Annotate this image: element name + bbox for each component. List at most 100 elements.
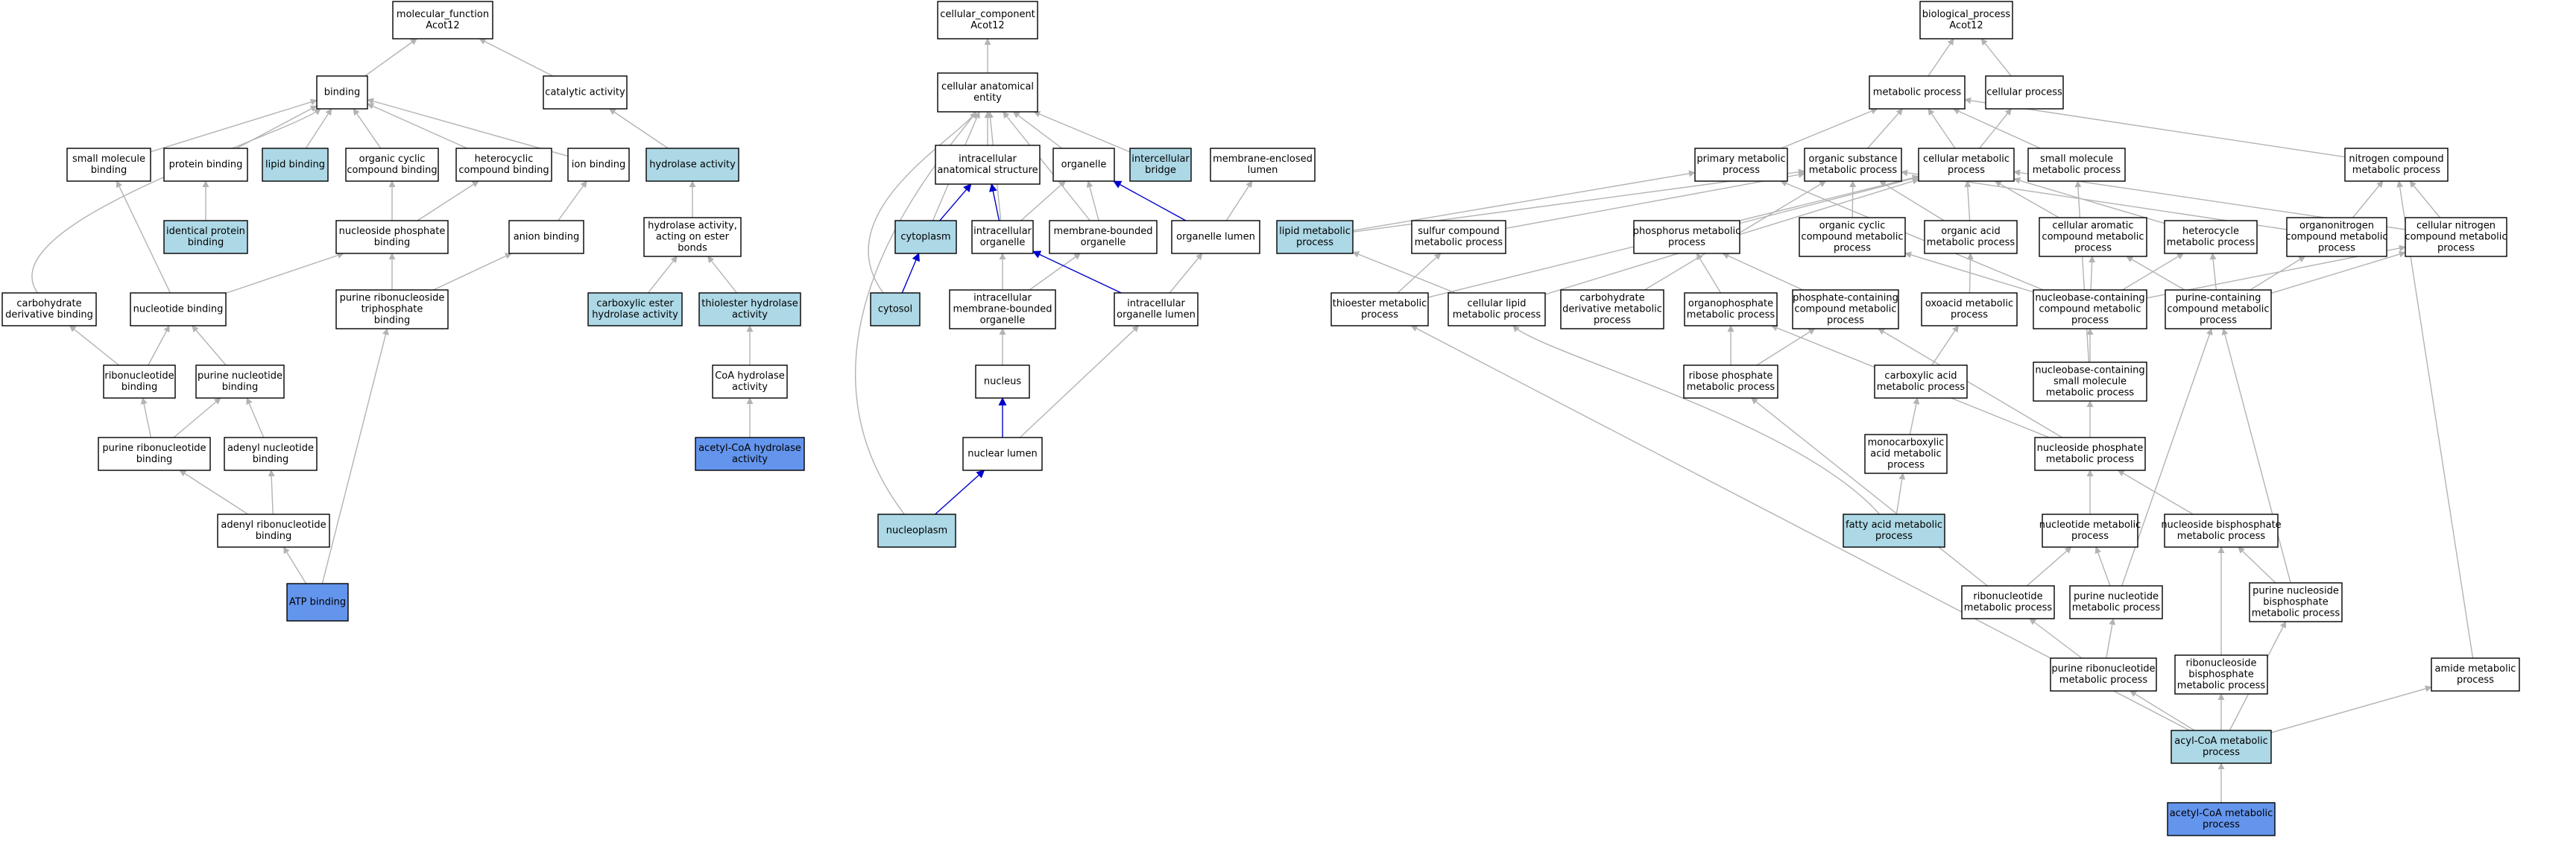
go-term-node-cytosol[interactable]: cytosol [870, 292, 921, 326]
go-term-node-mp[interactable]: metabolic process [1869, 75, 1966, 110]
node-label-line: nucleobase-containing [2035, 293, 2144, 304]
node-label-line: compound metabolic [2039, 304, 2141, 315]
go-term-node-protb[interactable]: protein binding [163, 148, 248, 182]
node-label-line: acetyl-CoA hydrolase [698, 443, 801, 454]
node-label-line: binding [121, 382, 157, 393]
go-term-node-lipidb[interactable]: lipid binding [262, 148, 329, 182]
edge-rnmp-to-nmp [2026, 546, 2072, 587]
node-label-line: ribonucleotide [1973, 591, 2042, 602]
go-term-node-catalytic[interactable]: catalytic activity [543, 75, 628, 110]
edge-line [647, 256, 678, 294]
go-term-node-hydro[interactable]: hydrolase activity [645, 148, 739, 182]
go-term-node-cp[interactable]: cellular process [1985, 75, 2064, 110]
go-term-node-cyto[interactable]: cytoplasm [894, 220, 957, 254]
edge-iol-to-ol [1169, 253, 1203, 294]
go-term-node-binding[interactable]: binding [316, 75, 368, 110]
go-term-node-ol[interactable]: organelle lumen [1171, 220, 1260, 254]
go-term-node-org[interactable]: organelle [1052, 148, 1115, 182]
node-box [1799, 217, 1906, 257]
node-box [2027, 148, 2126, 182]
go-term-node-nucleus[interactable]: nucleus [975, 364, 1030, 399]
edge-line [2106, 618, 2116, 659]
go-term-node-anionb[interactable]: anion binding [508, 220, 584, 254]
go-term-node-ionb[interactable]: ion binding [567, 148, 630, 182]
node-box [2039, 217, 2147, 257]
go-term-node-np[interactable]: nucleoplasm [877, 514, 956, 548]
node-label-line: metabolic process [1809, 165, 1898, 176]
edge-ceh-to-hester [647, 256, 678, 294]
edge-line [2221, 328, 2291, 584]
go-term-node-nl[interactable]: nuclear lumen [962, 437, 1043, 471]
go-term-node-atpb[interactable]: ATP binding [286, 583, 349, 622]
node-box [1864, 434, 1948, 474]
go-term-node-nucb[interactable]: nucleotide binding [130, 292, 227, 326]
